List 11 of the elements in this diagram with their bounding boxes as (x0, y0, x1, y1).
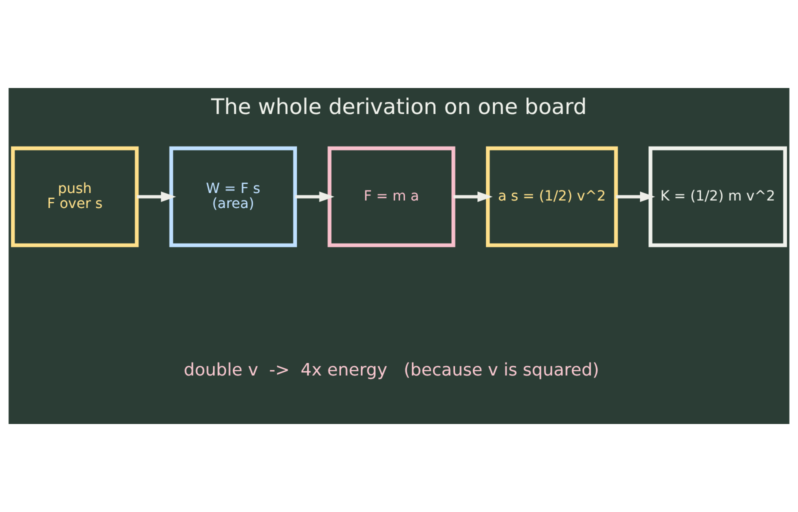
node-box: K = (1/2) m v^2 (648, 146, 787, 248)
arrow (295, 191, 334, 202)
node-box: W = F s (area) (169, 146, 297, 248)
arrow (137, 191, 176, 202)
label: double v -> 4x energy (because v is squared) (184, 360, 600, 380)
arrow (616, 191, 656, 202)
node-box: push F over s (11, 146, 139, 248)
node-box: a s = (1/2) v^2 (486, 146, 618, 248)
node-box: F = m a (328, 146, 456, 248)
diagram-title: The whole derivation on one board (211, 94, 587, 120)
arrow (454, 191, 493, 202)
